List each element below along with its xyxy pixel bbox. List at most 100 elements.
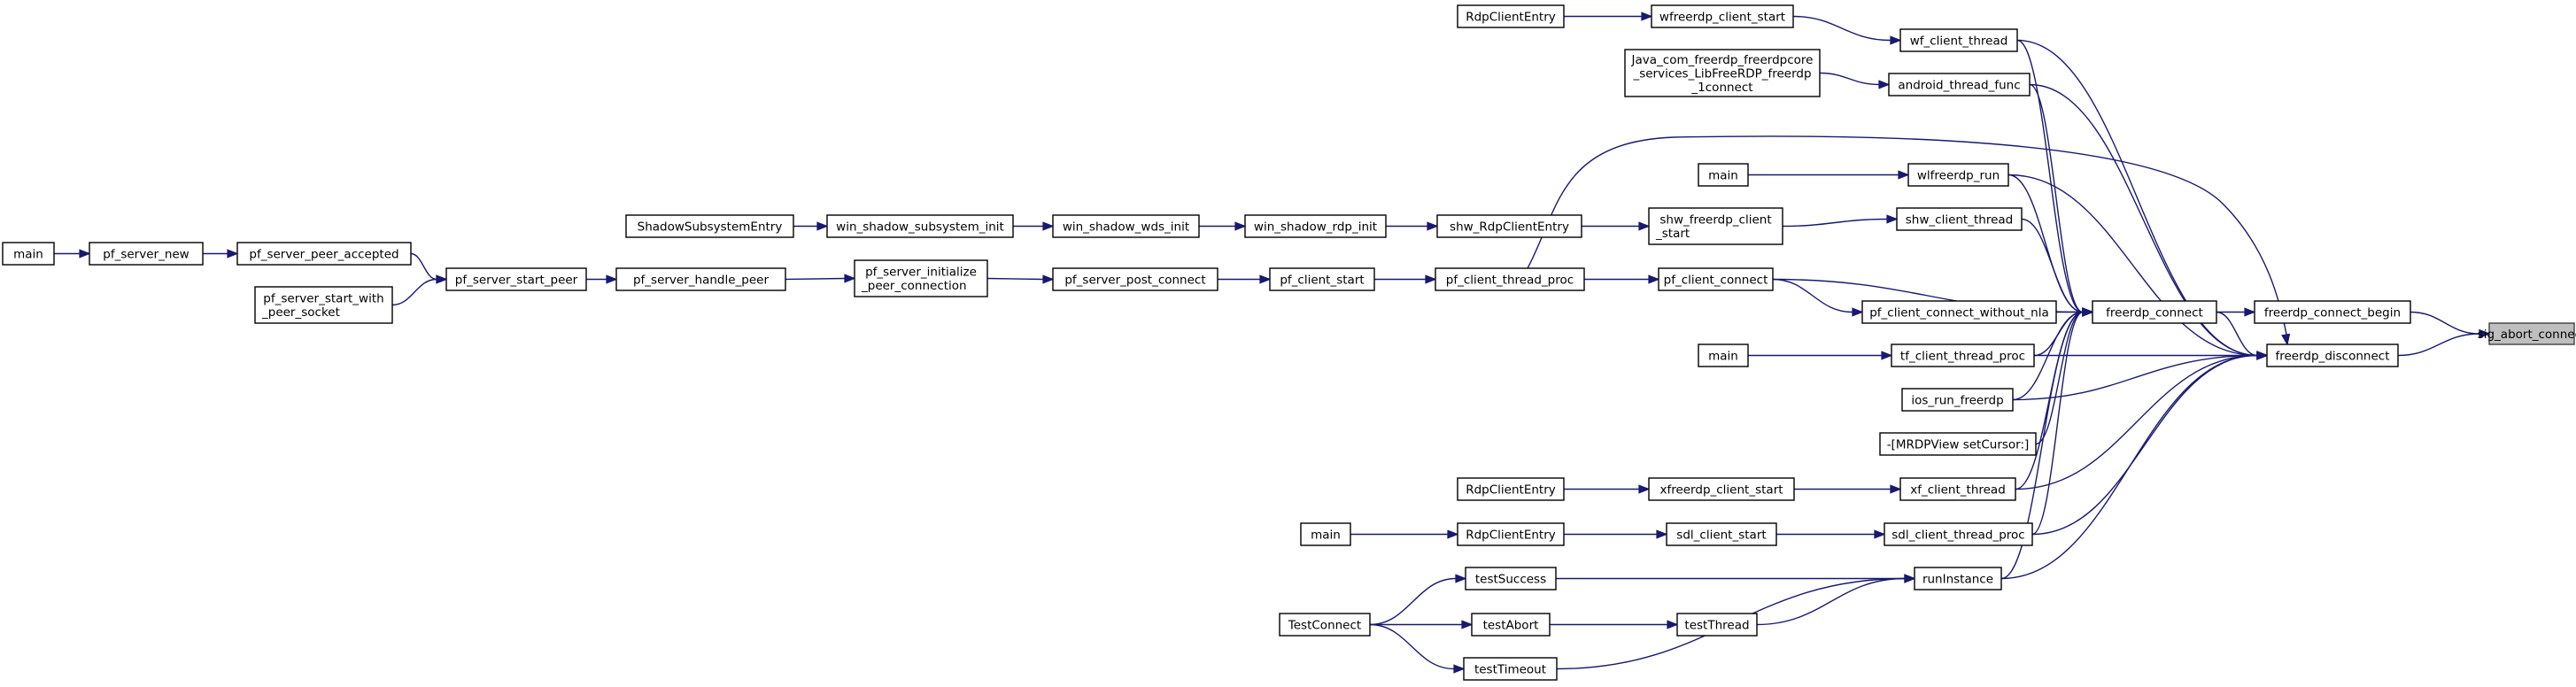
node-label: RdpClientEntry [1466, 482, 1556, 497]
node-freerdp-connect-begin[interactable]: freerdp_connect_begin [2254, 300, 2411, 324]
node-xfreerdp-client-start[interactable]: xfreerdp_client_start [1648, 477, 1795, 501]
node-label: runInstance [1922, 572, 1993, 586]
node-pf-server-start-with-peer-socket[interactable]: pf_server_start_with_peer_socket [254, 286, 393, 324]
node-test-success[interactable]: testSuccess [1465, 567, 1557, 591]
node-main-pf[interactable]: main [2, 242, 55, 266]
node-pf-client-connect[interactable]: pf_client_connect [1658, 267, 1774, 291]
node-shw-rdp-client-entry[interactable]: shw_RdpClientEntry [1436, 214, 1582, 238]
node-label: freerdp_connect_begin [2264, 305, 2401, 320]
edge-rdp-client-entry-1-to-wfreerdp-client-start [1564, 12, 1653, 21]
node-pf-client-start[interactable]: pf_client_start [1269, 267, 1375, 291]
edge-arrowhead [2082, 307, 2094, 317]
edge-arrowhead [1455, 574, 1467, 583]
edge-wlfreerdp-run-to-freerdp-disconnect [2007, 174, 2269, 360]
node-run-instance[interactable]: runInstance [1914, 567, 2002, 591]
edge-line [2007, 174, 2258, 357]
node-ios-run-freerdp[interactable]: ios_run_freerdp [1901, 388, 2014, 412]
node-pf-server-handle-peer[interactable]: pf_server_handle_peer [615, 267, 786, 291]
edge-arrowhead [1904, 574, 1916, 583]
node-label: pf_client_thread_proc [1446, 273, 1574, 287]
node-freerdp-connect[interactable]: freerdp_connect [2092, 300, 2217, 324]
edge-pf-server-initialize-peer-connection-to-pf-server-post-connect [986, 274, 1055, 284]
node-win-shadow-rdp-init[interactable]: win_shadow_rdp_init [1244, 214, 1387, 238]
node-main-sdl[interactable]: main [1300, 522, 1351, 546]
node-android-thread-func[interactable]: android_thread_func [1888, 73, 2031, 96]
node-label: tf_client_thread_proc [1900, 349, 2025, 363]
node-java-connect[interactable]: Java_com_freerdp_freerdpcore_services_Li… [1624, 49, 1821, 97]
node-xf-client-thread[interactable]: xf_client_thread [1899, 477, 2016, 501]
node-rdp-client-entry-1[interactable]: RdpClientEntry [1457, 4, 1565, 28]
edge-pf-server-new-to-pf-server-peer-accepted [203, 249, 239, 259]
node-test-thread[interactable]: testThread [1676, 613, 1758, 637]
node-label: _start [1655, 227, 1690, 241]
node-wlfreerdp-run[interactable]: wlfreerdp_run [1907, 163, 2009, 187]
edge-line [391, 278, 437, 306]
node-main-wl[interactable]: main [1698, 163, 1749, 187]
node-label: main [1708, 168, 1738, 182]
edge-arrowhead [1898, 170, 1910, 180]
node-label: _services_LibFreeRDP_freerdp [1632, 66, 1811, 81]
node-box [2092, 300, 2217, 324]
node-pf-client-thread-proc[interactable]: pf_client_thread_proc [1435, 267, 1585, 291]
edge-line [2016, 39, 2258, 357]
edge-arrowhead [1453, 664, 1466, 674]
node-tf-client-thread-proc[interactable]: tf_client_thread_proc [1891, 344, 2035, 367]
node-box [1457, 4, 1565, 28]
edge-arrowhead [1042, 221, 1055, 231]
call-edges [54, 12, 2491, 674]
node-wf-client-thread[interactable]: wf_client_thread [1899, 28, 2018, 52]
edge-arrowhead [436, 274, 448, 284]
node-pf-server-start-peer[interactable]: pf_server_start_peer [445, 267, 587, 291]
node-win-shadow-wds-init[interactable]: win_shadow_wds_init [1052, 214, 1200, 238]
node-box [1907, 163, 2009, 187]
node-main-tf[interactable]: main [1698, 344, 1749, 367]
node-label: freerdp_disconnect [2276, 349, 2390, 363]
node-wfreerdp-client-start[interactable]: wfreerdp_client_start [1651, 4, 1794, 28]
edge-rdp-client-entry-2-to-xfreerdp-client-start [1564, 484, 1651, 494]
node-label: ios_run_freerdp [1911, 393, 2003, 407]
edge-xf-client-thread-to-freerdp-connect [2015, 307, 2094, 490]
edge-pf-client-start-to-pf-client-thread-proc [1374, 274, 1437, 284]
edge-main-wl-to-wlfreerdp-run [1748, 170, 1910, 180]
node-shw-client-thread[interactable]: shw_client_thread [1896, 207, 2023, 231]
node-label: pf_client_start [1280, 273, 1364, 287]
node-win-shadow-subsystem-init[interactable]: win_shadow_subsystem_init [826, 214, 1014, 238]
node-box [236, 242, 412, 266]
edge-arrowhead [1638, 484, 1651, 494]
edge-arrowhead [1667, 620, 1679, 629]
node-box [1463, 657, 1558, 681]
node-pf-client-connect-without-nla[interactable]: pf_client_connect_without_nla [1861, 300, 2057, 324]
edge-pf-client-connect-to-pf-client-connect-without-nla [1772, 278, 1864, 317]
edge-sdl-client-start-to-sdl-client-thread-proc [1776, 529, 1886, 539]
edge-line [1782, 218, 1888, 228]
node-pf-server-post-connect[interactable]: pf_server_post_connect [1052, 267, 1218, 291]
node-shw-freerdp-client-start[interactable]: shw_freerdp_client_start [1648, 207, 1783, 245]
node-label: win_shadow_wds_init [1063, 220, 1189, 234]
edge-line [410, 252, 437, 281]
node-label: TestConnect [1288, 618, 1361, 632]
edge-arrowhead [1656, 529, 1668, 539]
edge-pf-server-handle-peer-to-pf-server-initialize-peer-connection [785, 274, 856, 283]
node-mrdpview-set-cursor[interactable]: -[MRDPView setCursor:] [1879, 432, 2037, 456]
node-box [254, 286, 393, 324]
node-test-timeout[interactable]: testTimeout [1463, 657, 1558, 681]
node-box [89, 242, 204, 266]
node-test-abort[interactable]: testAbort [1471, 613, 1551, 637]
node-pf-server-peer-accepted[interactable]: pf_server_peer_accepted [236, 242, 412, 266]
edge-rdp-client-entry-3-to-sdl-client-start [1564, 529, 1668, 539]
node-freerdp-disconnect[interactable]: freerdp_disconnect [2266, 344, 2399, 367]
node-rdp-client-entry-3[interactable]: RdpClientEntry [1457, 522, 1565, 546]
edge-arrowhead [1425, 274, 1437, 284]
node-box [1698, 344, 1749, 367]
node-sdl-client-thread-proc[interactable]: sdl_client_thread_proc [1884, 522, 2033, 546]
node-pf-server-new[interactable]: pf_server_new [89, 242, 204, 266]
edge-line [2021, 218, 2084, 313]
node-sdl-client-start[interactable]: sdl_client_start [1666, 522, 1777, 546]
node-rdp-client-entry-2[interactable]: RdpClientEntry [1457, 477, 1565, 501]
node-pf-server-initialize-peer-connection[interactable]: pf_server_initialize_peer_connection [854, 259, 988, 297]
edge-line [2016, 39, 2084, 313]
node-box [1436, 214, 1582, 238]
node-box [1888, 73, 2031, 96]
node-shadow-subsystem-entry[interactable]: ShadowSubsystemEntry [625, 214, 794, 238]
node-test-connect[interactable]: TestConnect [1279, 613, 1371, 637]
